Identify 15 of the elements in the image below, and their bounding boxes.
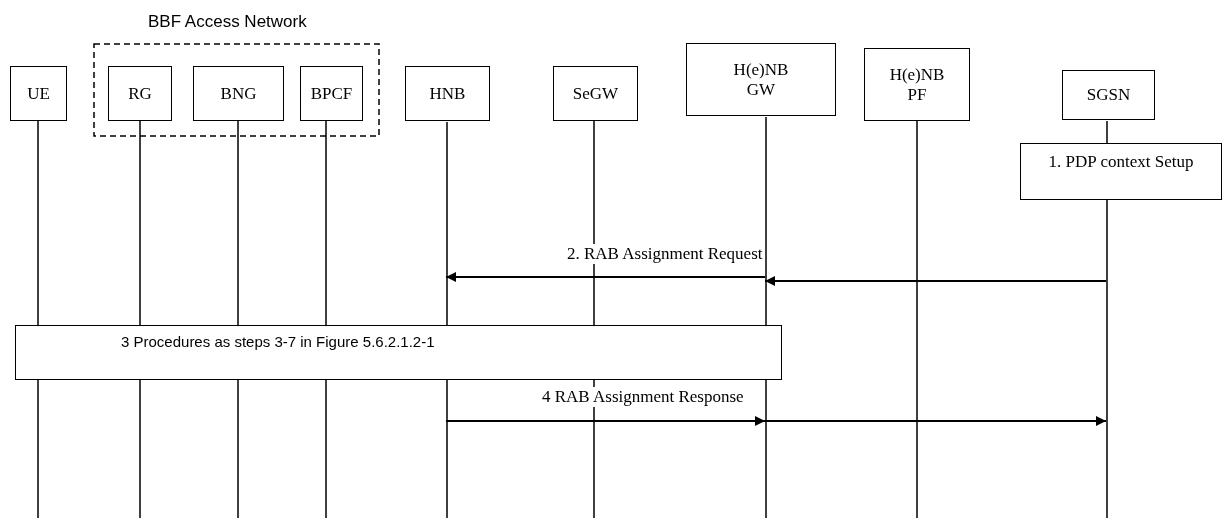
message-arrow (445, 272, 766, 282)
process-box: 3 Procedures as steps 3-7 in Figure 5.6.2.1.2-1 (15, 325, 782, 380)
participant-box: H(e)NB PF (864, 48, 970, 121)
message-label: 4 RAB Assignment Response (540, 387, 746, 407)
message-arrow (445, 416, 766, 426)
process-box: 1. PDP context Setup (1020, 143, 1222, 200)
participant-box: BPCF (300, 66, 363, 121)
participant-box: UE (10, 66, 67, 121)
message-arrow (764, 416, 1107, 426)
participant-box: RG (108, 66, 172, 121)
participant-box: SeGW (553, 66, 638, 121)
participant-box: BNG (193, 66, 284, 121)
message-arrow (764, 276, 1107, 286)
group-title: BBF Access Network (148, 12, 307, 32)
message-label: 2. RAB Assignment Request (565, 244, 765, 264)
